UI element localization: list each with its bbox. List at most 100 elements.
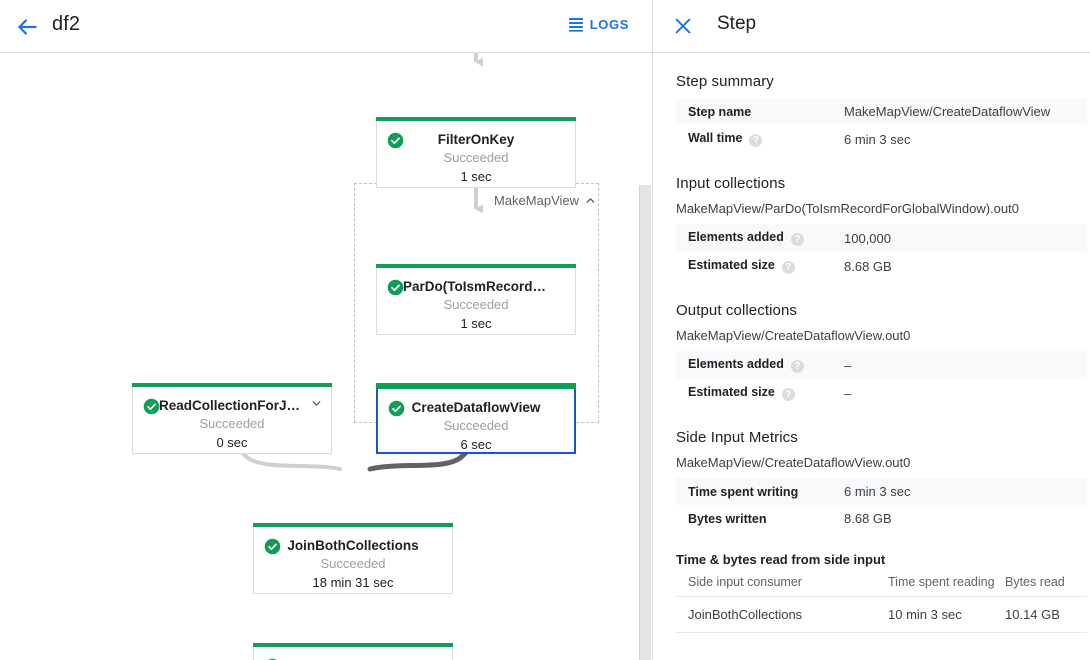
success-check-icon — [387, 279, 404, 296]
graph-node-readcollectionforjoin[interactable]: ReadCollectionForJoin Succeeded 0 sec — [132, 383, 332, 454]
success-check-icon — [387, 132, 404, 149]
table-row: JoinBothCollections 10 min 3 sec 10.14 G… — [676, 596, 1087, 633]
step-panel-title: Step — [717, 13, 757, 34]
row-value: 8.68 GB — [844, 258, 892, 274]
close-icon[interactable] — [672, 15, 694, 37]
node-status-bar — [253, 643, 453, 647]
row-key: Wall time? — [676, 125, 844, 153]
input-collections-heading: Input collections — [676, 175, 786, 192]
input-collections-table: Elements added? 100,000 Estimated size? … — [676, 224, 1087, 280]
node-name: CreateDataflowView — [411, 400, 541, 415]
side-input-collection-name: MakeMapView/CreateDataflowView.out0 — [676, 455, 911, 470]
chevron-down-icon[interactable] — [310, 397, 323, 410]
row-value: 8.68 GB — [844, 511, 892, 526]
node-status: Succeeded — [443, 150, 509, 165]
step-summary-table: Step name MakeMapView/CreateDataflowView… — [676, 98, 1087, 153]
side-input-read-subheading: Time & bytes read from side input — [676, 552, 886, 567]
side-input-metrics-heading: Side Input Metrics — [676, 429, 798, 446]
job-graph-canvas[interactable]: MakeMapView FilterOnKey Succeeded 1 sec — [0, 53, 653, 660]
table-row: Elements added? – — [676, 351, 1087, 379]
node-status-bar — [376, 383, 576, 389]
pane-divider — [652, 0, 653, 660]
node-status: Succeeded — [443, 418, 509, 433]
side-input-read-table: Side input consumer Time spent reading B… — [676, 569, 1087, 633]
logs-label: LOGS — [589, 16, 629, 32]
help-icon[interactable]: ? — [790, 233, 804, 246]
node-time: 1 sec — [460, 169, 492, 184]
node-name: ParDo(ToIsmRecordFor… — [403, 279, 568, 294]
row-key: Elements added? — [676, 351, 844, 379]
help-icon[interactable]: ? — [781, 261, 795, 274]
row-key-text: Step name — [688, 104, 752, 119]
row-value: MakeMapView/CreateDataflowView — [844, 104, 1051, 119]
row-key-text: Estimated size — [688, 258, 775, 272]
column-header-side-input-consumer: Side input consumer — [676, 569, 888, 597]
row-key-text: Bytes written — [688, 511, 767, 526]
arrow-back-icon[interactable] — [14, 14, 40, 40]
row-key: Elements added? — [676, 224, 844, 252]
graph-node-filteronkey[interactable]: FilterOnKey Succeeded 1 sec — [376, 117, 576, 188]
row-key-text: Elements added — [688, 230, 784, 244]
graph-node-createdataflowview[interactable]: CreateDataflowView Succeeded 6 sec — [376, 383, 576, 454]
step-panel-body: Step summary Step name MakeMapView/Creat… — [653, 53, 1090, 633]
graph-scrollbar-thumb[interactable] — [639, 185, 651, 660]
output-collection-name: MakeMapView/CreateDataflowView.out0 — [676, 328, 911, 343]
node-time: 6 sec — [460, 437, 492, 452]
page-title: df2 — [52, 13, 81, 35]
row-value: – — [844, 357, 852, 373]
side-input-metrics-table: Time spent writing 6 min 3 sec Bytes wri… — [676, 478, 1087, 532]
row-value: – — [844, 385, 852, 401]
graph-node-pardo[interactable]: ParDo(ToIsmRecordFor… Succeeded 1 sec — [376, 264, 576, 335]
row-key-text: Time spent writing — [688, 484, 799, 499]
column-header-time-spent-reading: Time spent reading — [888, 569, 1005, 597]
row-key-text: Elements added — [688, 357, 784, 371]
composite-label-text: MakeMapView — [494, 193, 580, 208]
graph-node-outputthejoinedcollection[interactable]: OutputTheJoinedCollec… Succeeded 18 sec — [253, 643, 453, 660]
row-value: 6 min 3 sec — [844, 484, 911, 499]
graph-node-joinbothcollections[interactable]: JoinBothCollections Succeeded 18 min 31 … — [253, 523, 453, 594]
step-panel-header: Step — [653, 0, 1090, 53]
node-time: 18 min 31 sec — [312, 575, 394, 590]
node-status: Succeeded — [443, 297, 509, 312]
cell-side-input-consumer: JoinBothCollections — [676, 596, 888, 633]
row-value: 100,000 — [844, 230, 891, 246]
table-header-row: Side input consumer Time spent reading B… — [676, 569, 1087, 597]
logs-button[interactable]: LOGS — [568, 16, 629, 32]
row-key: Step name — [676, 98, 844, 125]
node-name: FilterOnKey — [437, 132, 515, 147]
node-status-bar — [376, 264, 576, 268]
table-row: Estimated size? – — [676, 379, 1087, 407]
node-name: JoinBothCollections — [287, 538, 419, 553]
help-icon[interactable]: ? — [781, 388, 795, 401]
row-value: 6 min 3 sec — [844, 131, 911, 147]
success-check-icon — [143, 398, 160, 415]
row-key: Estimated size? — [676, 252, 844, 280]
node-name: ReadCollectionForJoin — [159, 398, 307, 413]
chevron-up-icon — [586, 198, 595, 203]
row-key-text: Wall time — [688, 131, 743, 145]
row-key: Time spent writing — [676, 478, 844, 505]
help-icon[interactable]: ? — [749, 134, 763, 147]
job-graph-pane: df2 LOGS — [0, 0, 653, 660]
success-check-icon — [388, 400, 405, 417]
step-details-panel: Step Step summary Step name MakeMapView/… — [653, 0, 1090, 660]
node-time: 1 sec — [460, 316, 492, 331]
table-row: Step name MakeMapView/CreateDataflowView — [676, 98, 1087, 125]
output-collections-heading: Output collections — [676, 302, 798, 319]
row-key: Estimated size? — [676, 379, 844, 407]
output-collections-table: Elements added? – Estimated size? – — [676, 351, 1087, 407]
column-header-bytes-read: Bytes read — [1005, 569, 1087, 597]
cell-time-spent-reading: 10 min 3 sec — [888, 596, 1005, 633]
step-summary-heading: Step summary — [676, 73, 774, 90]
help-icon[interactable]: ? — [790, 360, 804, 373]
composite-transform-label[interactable]: MakeMapView — [494, 193, 597, 208]
node-status-bar — [132, 383, 332, 387]
table-row: Estimated size? 8.68 GB — [676, 252, 1087, 280]
node-status-bar — [253, 523, 453, 527]
input-collection-name: MakeMapView/ParDo(ToIsmRecordForGlobalWi… — [676, 201, 1019, 216]
row-key: Bytes written — [676, 505, 844, 532]
job-header-bar: df2 LOGS — [0, 0, 653, 53]
cell-bytes-read: 10.14 GB — [1005, 596, 1087, 633]
logs-icon — [568, 18, 583, 32]
